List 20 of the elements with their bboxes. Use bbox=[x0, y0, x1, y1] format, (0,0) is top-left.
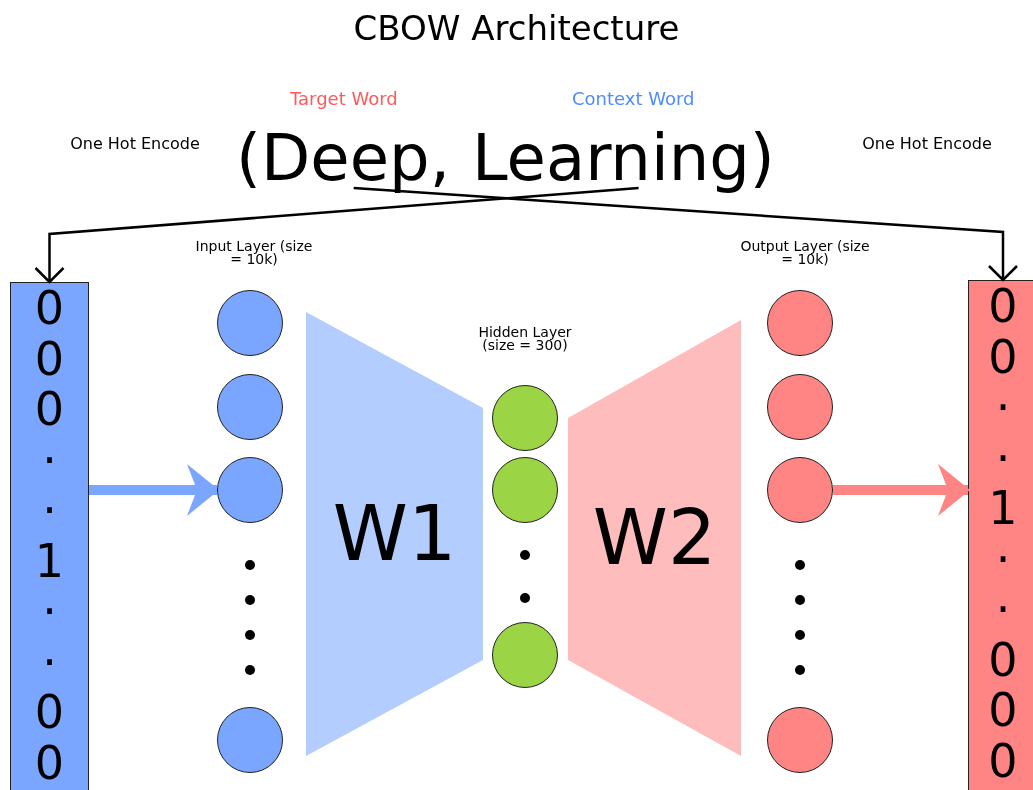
annotation-label: Target Word bbox=[290, 88, 398, 109]
text-label: One Hot Encode bbox=[861, 136, 993, 151]
vector-bar bbox=[968, 280, 1033, 790]
text-label: Input Layer (size = 10k) bbox=[194, 240, 314, 266]
vector-values: 0 0 0 · · 1 · · 0 0 bbox=[33, 283, 66, 788]
vector-bar bbox=[10, 282, 89, 790]
weight-label: W1 bbox=[331, 488, 458, 580]
text-label: Hidden Layer (size = 300) bbox=[477, 326, 573, 352]
word-text: Learning) bbox=[472, 118, 775, 198]
word-text: (Deep, bbox=[236, 118, 450, 198]
arrow bbox=[833, 464, 970, 516]
arrow bbox=[353, 186, 1019, 282]
diagram-title: CBOW Architecture bbox=[352, 8, 681, 48]
arrow bbox=[89, 464, 219, 516]
text-label: One Hot Encode bbox=[69, 136, 201, 151]
vector-values: 0 0 · · 1 · · 0 0 0 bbox=[987, 281, 1019, 786]
weight-label: W2 bbox=[591, 492, 718, 584]
annotation-label: Context Word bbox=[572, 88, 695, 109]
text-label: Output Layer (size = 10k) bbox=[740, 240, 870, 266]
arrow bbox=[34, 186, 639, 284]
